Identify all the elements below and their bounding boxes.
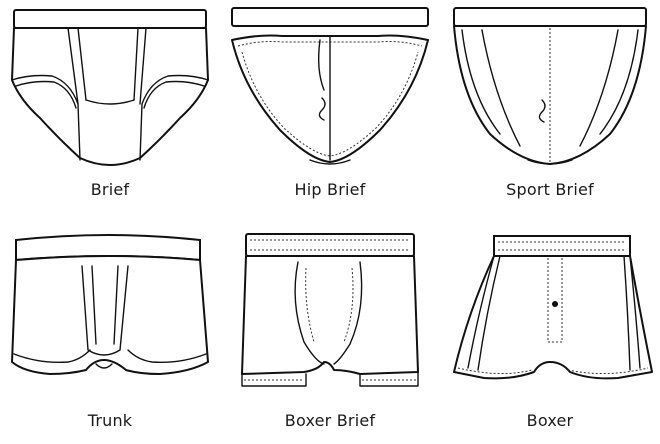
boxer-body	[453, 255, 653, 380]
brief-drawing	[11, 9, 209, 166]
brief-illustration: Brief	[0, 0, 220, 222]
waistband	[245, 233, 415, 257]
caption-brief: Brief	[90, 180, 130, 199]
fly-panel	[67, 27, 147, 105]
boxer-brief-body	[241, 255, 419, 375]
sport-brief-drawing	[453, 7, 647, 165]
hip-brief-drawing	[231, 7, 429, 165]
hip-brief-illustration: Hip Brief	[220, 0, 440, 222]
trunk-drawing	[11, 234, 209, 375]
waistband	[231, 7, 429, 27]
sport-brief-illustration: Sport Brief	[440, 0, 660, 222]
boxer-drawing	[453, 235, 653, 380]
boxer-brief-drawing	[241, 233, 419, 387]
boxer-brief-illustration: Boxer Brief	[220, 222, 440, 444]
brief-body	[11, 27, 209, 166]
right-side-stripe	[623, 255, 641, 371]
fly-placket	[547, 258, 563, 343]
boxer-illustration: Boxer	[440, 222, 660, 444]
caption-trunk: Trunk	[87, 411, 133, 430]
waistband	[453, 7, 647, 27]
sport-brief-body	[453, 25, 647, 165]
trunk-body	[11, 255, 209, 375]
waistband	[13, 9, 207, 29]
left-leg-opening	[11, 74, 81, 161]
trunk-illustration: Trunk	[0, 222, 220, 444]
pouch-panel	[81, 265, 129, 356]
waistband	[493, 235, 631, 257]
pouch-panel	[294, 261, 363, 365]
right-side-panel	[579, 29, 639, 147]
right-leg-opening	[139, 74, 209, 161]
caption-boxer: Boxer	[526, 411, 574, 430]
button-icon	[552, 301, 558, 307]
caption-sport-brief: Sport Brief	[506, 180, 594, 199]
caption-hip-brief: Hip Brief	[294, 180, 366, 199]
caption-boxer-brief: Boxer Brief	[284, 411, 376, 430]
left-side-stripe	[467, 255, 501, 371]
left-side-panel	[461, 29, 521, 147]
